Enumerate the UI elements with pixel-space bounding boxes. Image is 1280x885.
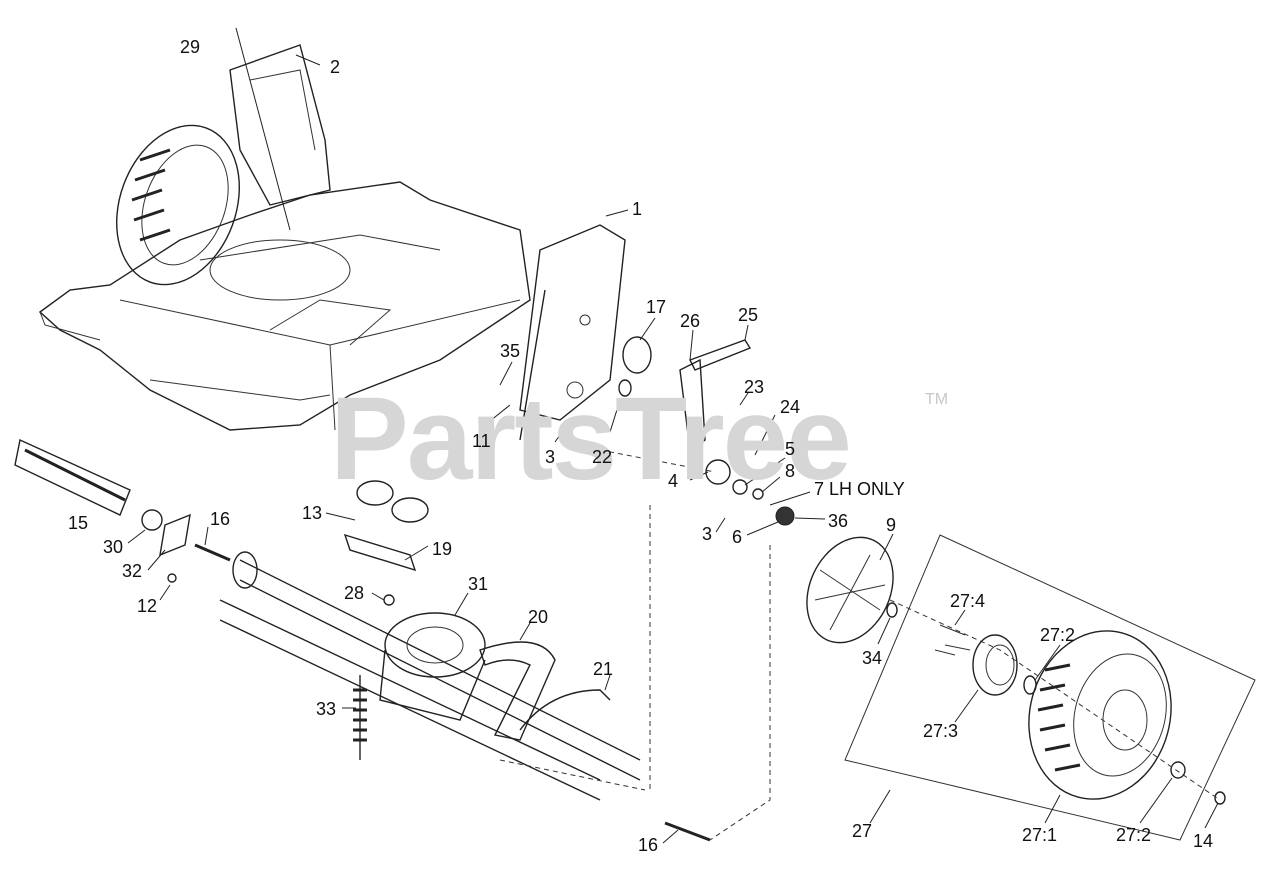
washer-27-2-right: [1170, 761, 1186, 779]
callout-27[interactable]: 27: [852, 821, 873, 841]
callout-34[interactable]: 34: [862, 648, 883, 668]
bushing-4: [705, 459, 731, 485]
rod-25: [689, 339, 752, 371]
callout-16-upper[interactable]: 16: [210, 509, 231, 529]
callout-27-2-upper[interactable]: 27:2: [1040, 625, 1076, 645]
rear-wheel-left: [116, 124, 240, 286]
callout-19[interactable]: 19: [432, 539, 453, 559]
callout-2[interactable]: 2: [330, 57, 341, 77]
callout-27-3[interactable]: 27:3: [923, 721, 959, 741]
leader-lines: [127, 54, 1219, 844]
callout-21[interactable]: 21: [593, 659, 614, 679]
washer-5: [732, 479, 748, 495]
callout-28[interactable]: 28: [344, 583, 365, 603]
callout-3-lower[interactable]: 3: [702, 524, 713, 544]
drive-axle: [219, 551, 641, 801]
cable-21: [519, 689, 611, 731]
bolt-12: [167, 573, 177, 583]
callout-4[interactable]: 4: [668, 471, 679, 491]
screws-27-4: [934, 624, 971, 656]
callout-29[interactable]: 29: [180, 37, 201, 57]
callout-7-lh-only[interactable]: 7 LH ONLY: [814, 479, 905, 499]
callout-26[interactable]: 26: [680, 311, 701, 331]
hub-cap-9: [806, 536, 894, 644]
washer-34: [886, 602, 898, 618]
nut-28: [383, 594, 395, 606]
callout-9[interactable]: 9: [886, 515, 897, 535]
assembly-lines: [499, 429, 1221, 841]
callout-13[interactable]: 13: [302, 503, 323, 523]
callout-1[interactable]: 1: [632, 199, 643, 219]
callout-14[interactable]: 14: [1193, 831, 1214, 851]
gear-27-3: [972, 634, 1018, 696]
front-wheel-27-1: [1028, 630, 1172, 800]
washer-8: [752, 488, 764, 500]
washer-22: [618, 379, 632, 397]
callout-17[interactable]: 17: [646, 297, 667, 317]
spring-13a: [356, 480, 394, 506]
callout-6[interactable]: 6: [732, 527, 743, 547]
mower-deck-frame: [38, 181, 531, 431]
callout-15[interactable]: 15: [68, 513, 89, 533]
partstree-watermark: PartsTree: [330, 373, 852, 505]
callout-27-4[interactable]: 27:4: [950, 591, 986, 611]
callout-33[interactable]: 33: [316, 699, 337, 719]
callout-20[interactable]: 20: [528, 607, 549, 627]
callout-3[interactable]: 3: [545, 447, 556, 467]
link-19: [343, 533, 417, 572]
callout-30[interactable]: 30: [103, 537, 124, 557]
callout-32[interactable]: 32: [122, 561, 143, 581]
washer-30: [141, 509, 163, 531]
wheel-assembly-box: [844, 534, 1256, 841]
callout-8[interactable]: 8: [785, 461, 796, 481]
side-plate: [519, 224, 626, 441]
callout-35[interactable]: 35: [500, 341, 521, 361]
belt-guard-20: [479, 641, 556, 741]
callout-27-1[interactable]: 27:1: [1022, 825, 1058, 845]
callout-16-lower[interactable]: 16: [638, 835, 659, 855]
callout-23[interactable]: 23: [744, 377, 765, 397]
callout-22[interactable]: 22: [592, 447, 613, 467]
callout-12[interactable]: 12: [137, 596, 158, 616]
callout-31[interactable]: 31: [468, 574, 489, 594]
spring-13b: [391, 497, 429, 523]
gear-6: [775, 506, 795, 526]
washer-17: [622, 336, 652, 374]
callout-24[interactable]: 24: [780, 397, 801, 417]
callout-11[interactable]: 11: [472, 431, 491, 451]
callout-36[interactable]: 36: [828, 511, 849, 531]
handle-bracket: [229, 27, 331, 231]
bracket-32: [159, 513, 191, 557]
spring-16-lower: [664, 821, 711, 842]
nut-14: [1214, 791, 1226, 805]
bracket-26: [679, 358, 706, 452]
trademark-symbol: TM: [925, 391, 949, 408]
transmission-31: [379, 612, 486, 721]
callout-5[interactable]: 5: [785, 439, 796, 459]
washer-27-2-left: [1023, 675, 1037, 695]
callout-25[interactable]: 25: [738, 305, 759, 325]
shaft-15: [24, 448, 126, 502]
callout-27-2-lower[interactable]: 27:2: [1116, 825, 1152, 845]
spring-16-upper: [194, 543, 231, 562]
